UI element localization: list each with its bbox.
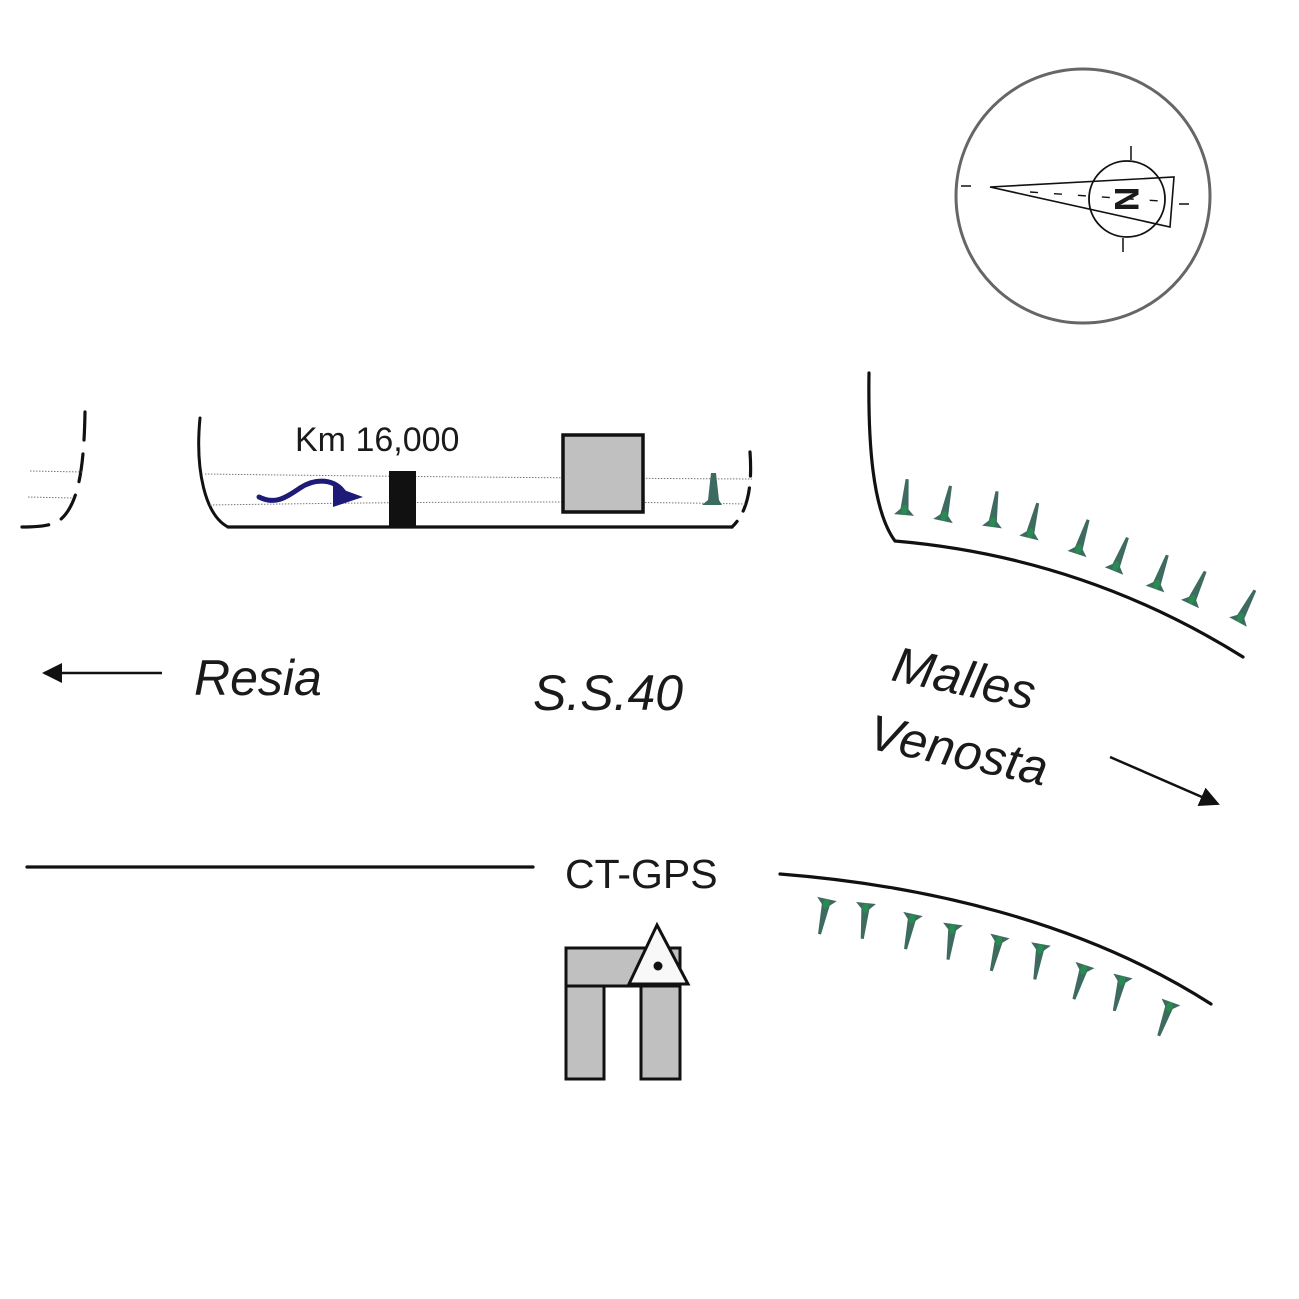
tree-icon	[894, 479, 914, 516]
survey-point-triangle-icon	[626, 921, 691, 986]
tree-icon	[1019, 502, 1040, 541]
tree-icon	[1157, 998, 1181, 1037]
tree-icon	[702, 473, 722, 505]
compass: N	[954, 67, 1212, 325]
tree-row-north	[894, 479, 1257, 627]
compass-ring	[954, 67, 1212, 325]
northeast-road-edge	[867, 371, 1245, 659]
compass-hub	[1088, 160, 1166, 238]
north-road-edge	[197, 416, 753, 529]
tree-icon	[1112, 973, 1133, 1012]
wavy-arrow-icon	[256, 478, 363, 507]
km-marker-label: Km 16,000	[295, 421, 459, 459]
survey-point-dot	[653, 961, 663, 971]
compass-letter: N	[1107, 187, 1145, 212]
tree-icon	[1067, 519, 1090, 558]
resia-direction: Resia	[42, 650, 322, 706]
compass-needle	[989, 176, 1175, 228]
tree-icon	[903, 911, 923, 950]
malles-label: Malles	[888, 636, 1041, 721]
building-icon	[561, 433, 645, 514]
tree-icon	[817, 896, 837, 935]
arrow-southeast-icon	[1109, 755, 1220, 806]
tree-icon	[1031, 942, 1051, 980]
km-post-icon	[389, 471, 416, 527]
south-road-edge-right	[778, 872, 1213, 1006]
left-road-edge	[20, 410, 87, 529]
tree-icon	[1104, 537, 1129, 575]
tree-icon	[933, 485, 953, 524]
tree-icon	[1145, 554, 1169, 593]
tree-icon	[1072, 961, 1095, 1000]
gps-station-icon	[564, 921, 691, 1081]
resia-label: Resia	[194, 650, 322, 706]
tree-icon	[1180, 570, 1207, 609]
tree-icon	[943, 922, 963, 960]
tree-row-south	[817, 896, 1181, 1037]
tree-icon	[856, 901, 876, 939]
road-name-label: S.S.40	[533, 665, 683, 721]
tree-icon	[989, 933, 1010, 972]
station-label: CT-GPS	[565, 851, 718, 897]
tree-icon	[1229, 589, 1257, 627]
tree-icon	[982, 491, 1002, 529]
malles-venosta-direction: Malles Venosta	[864, 636, 1220, 806]
